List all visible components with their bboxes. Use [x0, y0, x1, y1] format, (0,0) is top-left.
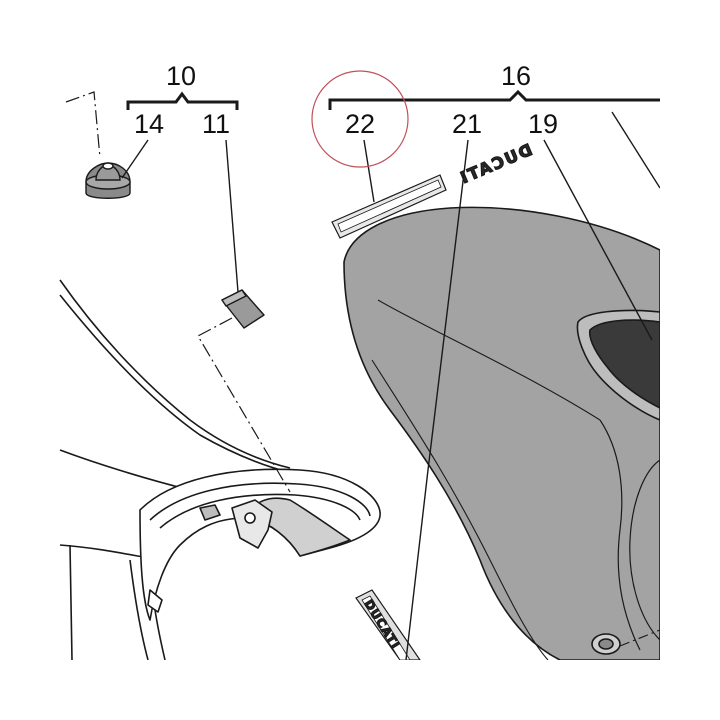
callout-16: 16	[501, 61, 531, 91]
callout-14: 14	[134, 109, 164, 139]
air-vent-part-19	[576, 309, 660, 421]
rubber-grommet-part-14	[85, 162, 131, 199]
leader-lines	[121, 111, 660, 660]
assembly-guide-lines	[65, 91, 291, 493]
headlamp-bezel	[139, 468, 381, 621]
callout-22: 22	[345, 109, 375, 139]
callout-19: 19	[528, 109, 558, 139]
highlight-circle-22	[311, 70, 409, 168]
callout-11: 11	[202, 109, 230, 139]
tank-bolt	[591, 633, 621, 655]
tank-cover-part-16	[343, 206, 660, 660]
callout-10: 10	[166, 61, 196, 91]
ducati-side-decal-part-21: DUCATI	[355, 589, 421, 660]
bracket-group-16	[328, 89, 660, 110]
callout-brackets	[126, 89, 660, 110]
bracket-group-10	[126, 91, 239, 110]
rubber-pad-part-11	[221, 289, 265, 329]
callout-21: 21	[452, 109, 482, 139]
